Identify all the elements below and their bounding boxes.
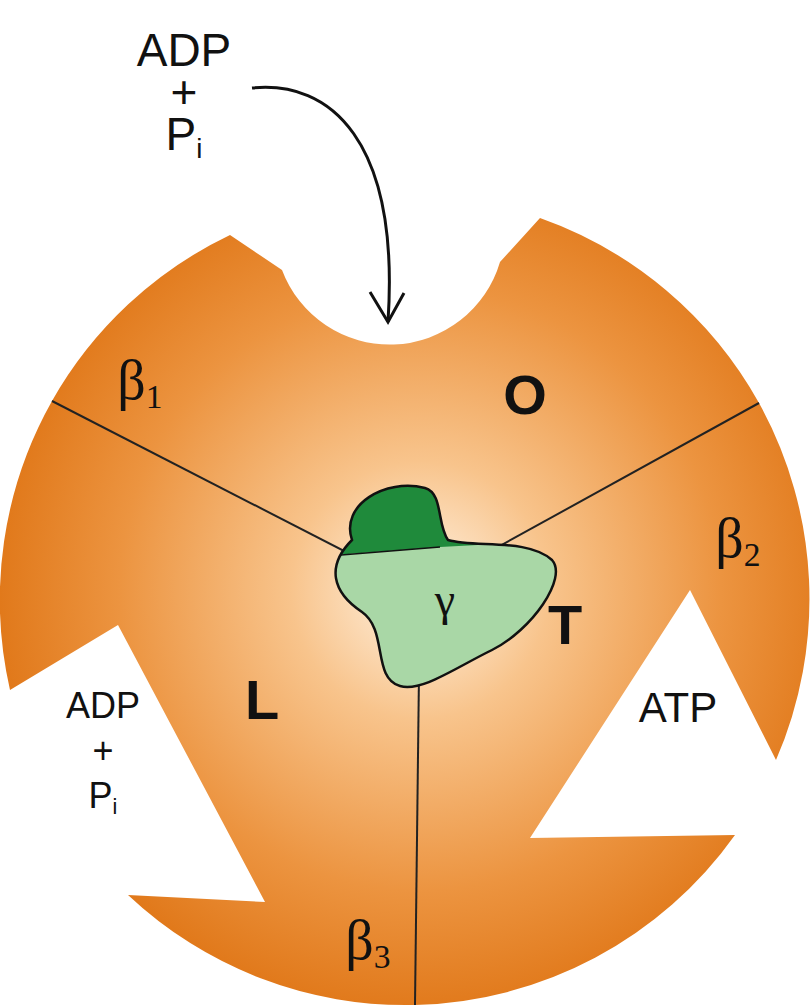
text-line: Pi (137, 113, 232, 155)
subscript: 3 (374, 938, 391, 975)
subscript: i (113, 794, 118, 819)
beta-subunit-sector: Lβ3 (0, 395, 425, 1006)
subunit-name: β3 (345, 912, 390, 968)
subunit-name: γ (435, 577, 455, 623)
product-label: ATP (639, 687, 718, 729)
subscript: 1 (146, 378, 163, 415)
arrow-head (370, 292, 404, 322)
gamma-outline (336, 486, 556, 687)
beta-subunit-sector: β2T (410, 395, 811, 1006)
text-line: ADP (66, 683, 140, 728)
sector-fill (0, 401, 420, 1005)
subscript: 2 (744, 536, 761, 573)
text-line: ADP (137, 29, 232, 71)
substrate-label: ADP + Pi (137, 29, 232, 155)
sector-shape (410, 395, 811, 1006)
site-state: T (548, 597, 582, 653)
subunit-name: β2 (715, 510, 760, 566)
bound-substrate-label: ADP + Pi (66, 683, 140, 818)
subscript: i (196, 133, 202, 164)
text-line: + (66, 728, 140, 773)
site-state: L (245, 672, 279, 728)
site-state: O (503, 367, 547, 423)
text-line: + (137, 71, 232, 113)
gamma-subunit: γ (320, 478, 575, 698)
gamma-cap-edge (330, 547, 440, 556)
text-line: Pi (66, 773, 140, 818)
gamma-cap (320, 478, 575, 556)
sector-fill (415, 403, 809, 1005)
subunit-name: β1 (117, 352, 162, 408)
